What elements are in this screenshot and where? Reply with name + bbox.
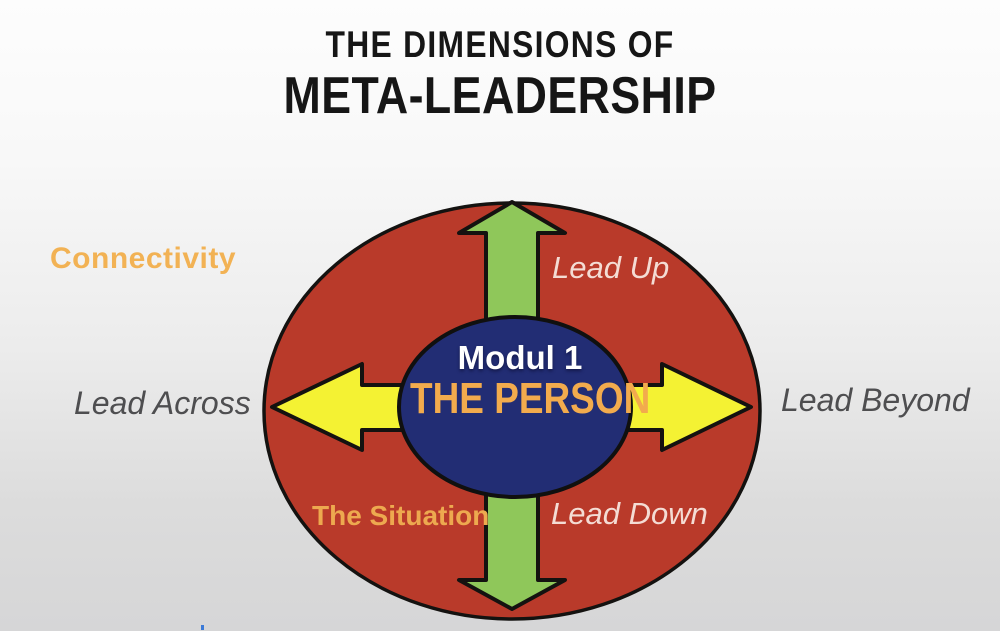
title-line-1: THE DIMENSIONS OF xyxy=(325,24,675,65)
center-person-label: THE PERSON xyxy=(410,374,651,423)
center-overlay-label: Modul 1 xyxy=(457,339,583,376)
label-the-situation: The Situation xyxy=(312,500,490,531)
center-navy-ellipse xyxy=(397,315,633,499)
label-lead-up: Lead Up xyxy=(552,250,670,285)
label-lead-down: Lead Down xyxy=(551,496,708,531)
label-connectivity: Connectivity xyxy=(50,242,237,275)
page-title: THE DIMENSIONS OF META-LEADERSHIP xyxy=(0,26,1000,122)
progress-marker xyxy=(201,625,204,630)
label-lead-beyond: Lead Beyond xyxy=(781,382,970,418)
title-line-2: META-LEADERSHIP xyxy=(283,67,717,125)
label-lead-across: Lead Across xyxy=(74,385,251,421)
